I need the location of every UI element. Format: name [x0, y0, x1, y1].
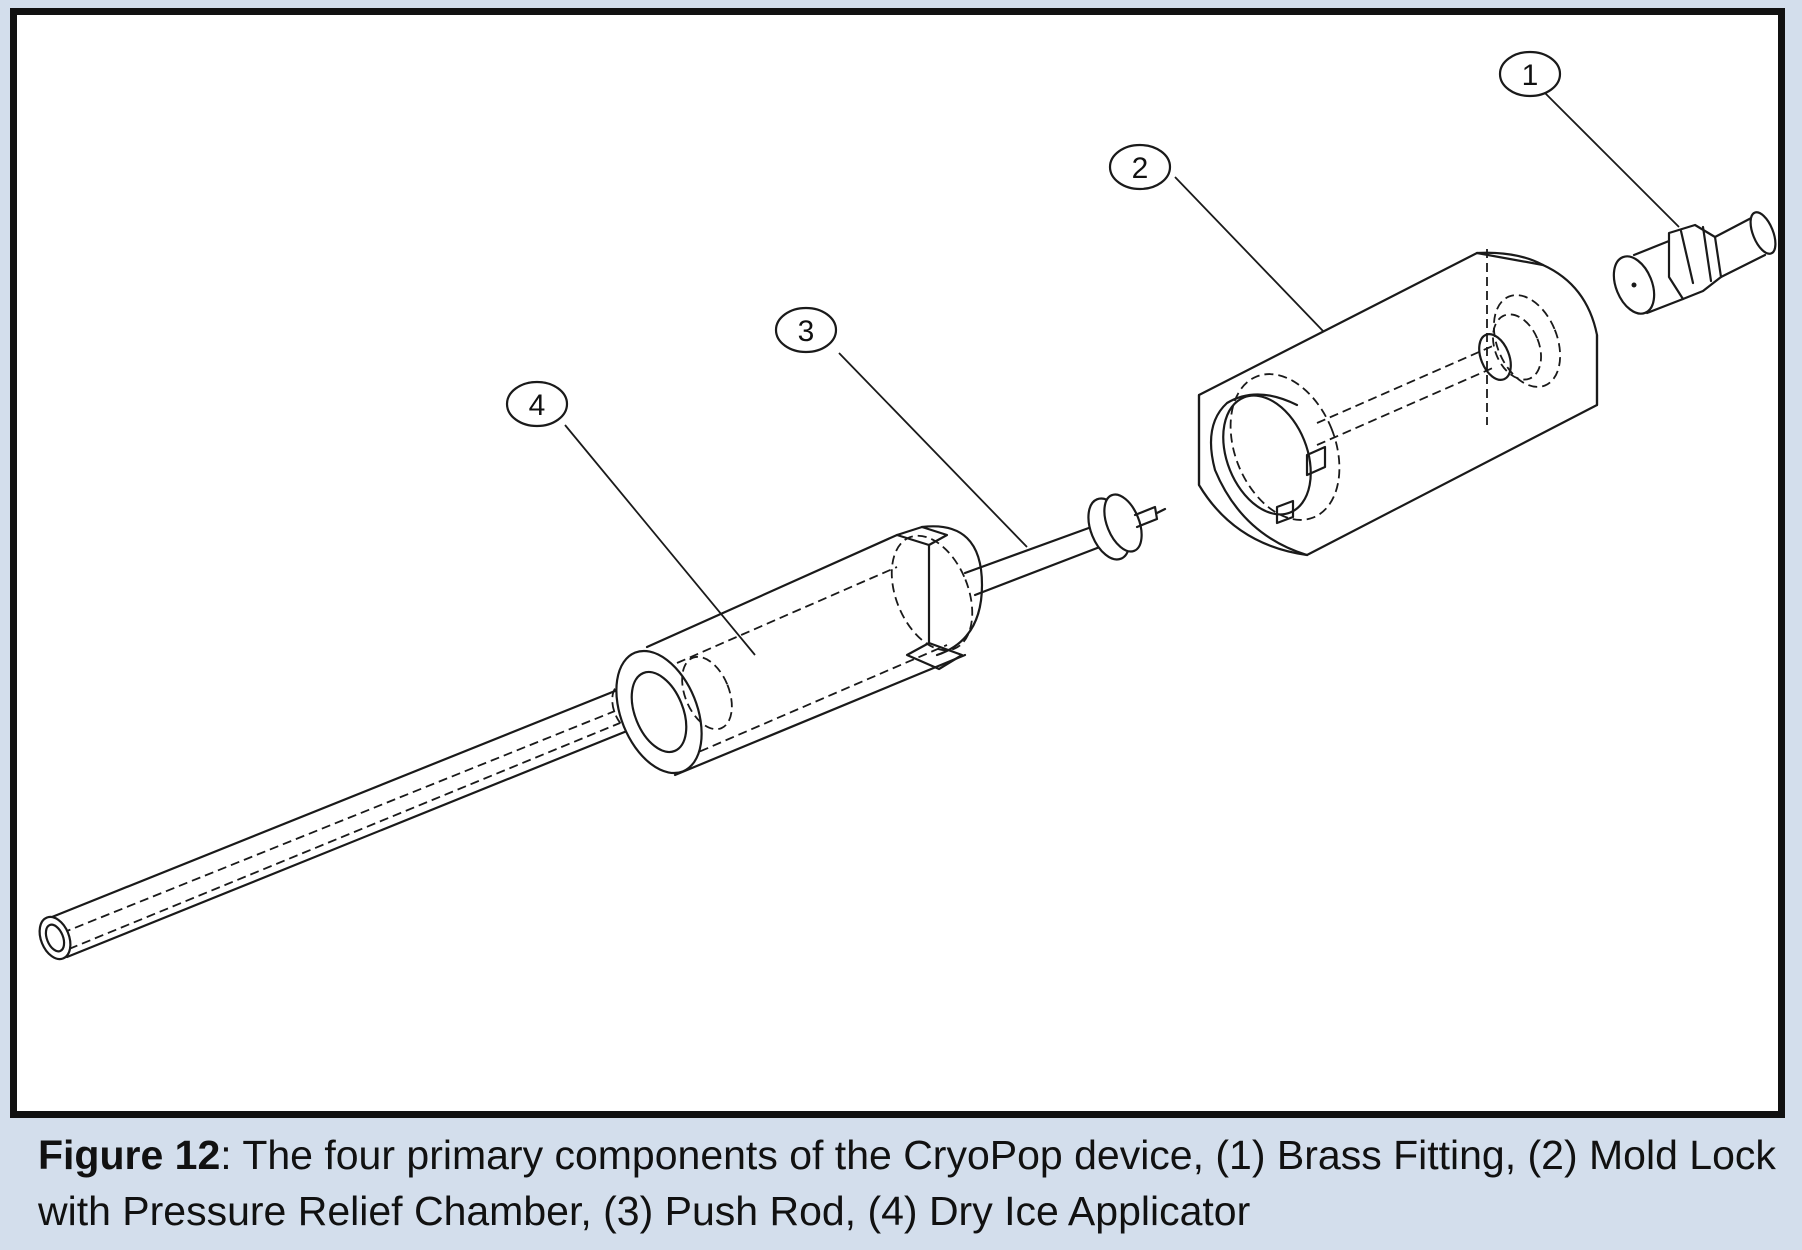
- leader-line-1: [1544, 92, 1680, 228]
- push-rod-part: [963, 493, 1167, 597]
- exploded-assembly-drawing: 1 2 3 4: [38, 50, 1777, 961]
- svg-text:3: 3: [798, 315, 815, 348]
- callout-balloon-4: 4: [505, 380, 569, 428]
- leader-line-2: [1174, 176, 1324, 332]
- callout-balloon-2: 2: [1108, 143, 1172, 191]
- dry-ice-applicator-part: [38, 525, 984, 961]
- svg-text:4: 4: [529, 389, 546, 422]
- brass-fitting-part: [1612, 211, 1777, 315]
- leader-line-3: [838, 352, 1028, 548]
- callout-balloon-3: 3: [774, 306, 838, 354]
- figure-label: Figure 12: [38, 1132, 221, 1178]
- mold-lock-part: [1197, 249, 1599, 557]
- technical-drawing-frame: 1 2 3 4: [10, 8, 1785, 1118]
- figure-caption: Figure 12: The four primary components o…: [38, 1127, 1778, 1239]
- leader-line-4: [564, 424, 756, 656]
- callout-balloon-1: 1: [1498, 50, 1562, 98]
- svg-text:2: 2: [1132, 152, 1149, 185]
- svg-text:1: 1: [1522, 59, 1539, 92]
- figure-caption-text: : The four primary components of the Cry…: [38, 1132, 1776, 1234]
